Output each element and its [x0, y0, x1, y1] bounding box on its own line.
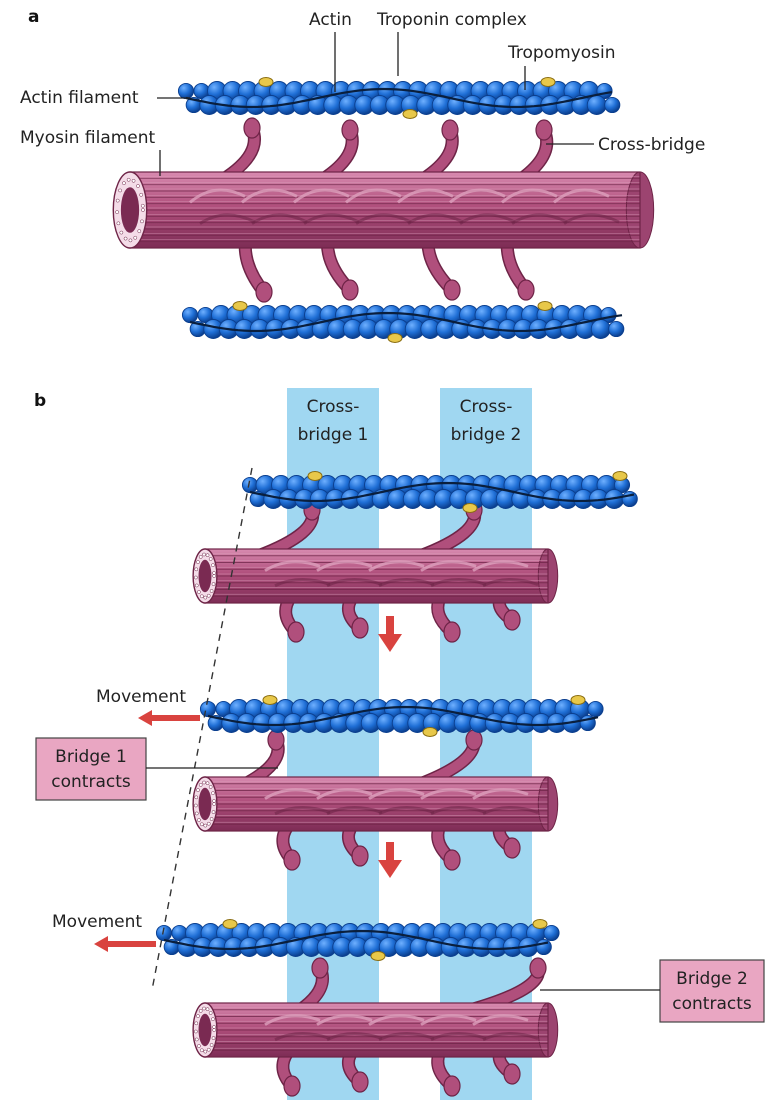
troponin-blob: [403, 110, 417, 119]
movement-arrow-2: [94, 936, 156, 952]
myosin-filament-b1: [193, 549, 558, 603]
tropomyosin-label: Tropomyosin: [507, 43, 615, 63]
myosin-filament-a: [113, 172, 653, 248]
column-2-line1: Cross-: [460, 397, 513, 417]
myosin-filament-b3: [193, 1003, 558, 1057]
panel-a-label: a: [28, 7, 39, 27]
actin-label: Actin: [309, 10, 352, 30]
actin-filament-b2: [200, 696, 603, 737]
troponin-blob: [613, 472, 627, 481]
callout-bridge-2: Bridge 2 contracts: [540, 960, 764, 1022]
movement-label-2: Movement: [52, 912, 142, 932]
panel-b-label: b: [34, 391, 46, 411]
myosin-filament-b2: [193, 777, 558, 831]
troponin-blob: [371, 952, 385, 961]
troponin-blob: [541, 78, 555, 87]
troponin-blob: [233, 302, 247, 311]
troponin-blob: [388, 334, 402, 343]
movement-arrow-1: [138, 710, 200, 726]
actin-filament-b1: [242, 472, 637, 513]
actin-filament-a-bottom: [182, 302, 623, 343]
troponin-blob: [423, 728, 437, 737]
step-arrow-1: [378, 616, 402, 652]
column-1-line1: Cross-: [307, 397, 360, 417]
step-arrow-2: [378, 842, 402, 878]
troponin-complex-label: Troponin complex: [376, 10, 527, 30]
actin-filament-label: Actin filament: [20, 88, 139, 108]
callout-bridge-2-line1: Bridge 2: [676, 969, 748, 989]
column-1-line2: bridge 1: [298, 425, 369, 445]
movement-label-1: Movement: [96, 687, 186, 707]
callout-bridge-1-line1: Bridge 1: [55, 747, 127, 767]
troponin-blob: [308, 472, 322, 481]
callout-bridge-1-line2: contracts: [51, 772, 131, 792]
cross-bridge-label: Cross-bridge: [598, 135, 705, 155]
actin-filament-a-top: [178, 78, 619, 119]
troponin-blob: [259, 78, 273, 87]
troponin-blob: [223, 920, 237, 929]
troponin-blob: [463, 504, 477, 513]
myosin-filament-label: Myosin filament: [20, 128, 156, 148]
callout-bridge-2-line2: contracts: [672, 994, 752, 1014]
movement-indicator-2: Movement: [52, 912, 156, 952]
troponin-blob: [263, 696, 277, 705]
movement-indicator-1: Movement: [96, 687, 200, 726]
troponin-blob: [533, 920, 547, 929]
column-2-line2: bridge 2: [451, 425, 522, 445]
troponin-blob: [538, 302, 552, 311]
troponin-blob: [571, 696, 585, 705]
